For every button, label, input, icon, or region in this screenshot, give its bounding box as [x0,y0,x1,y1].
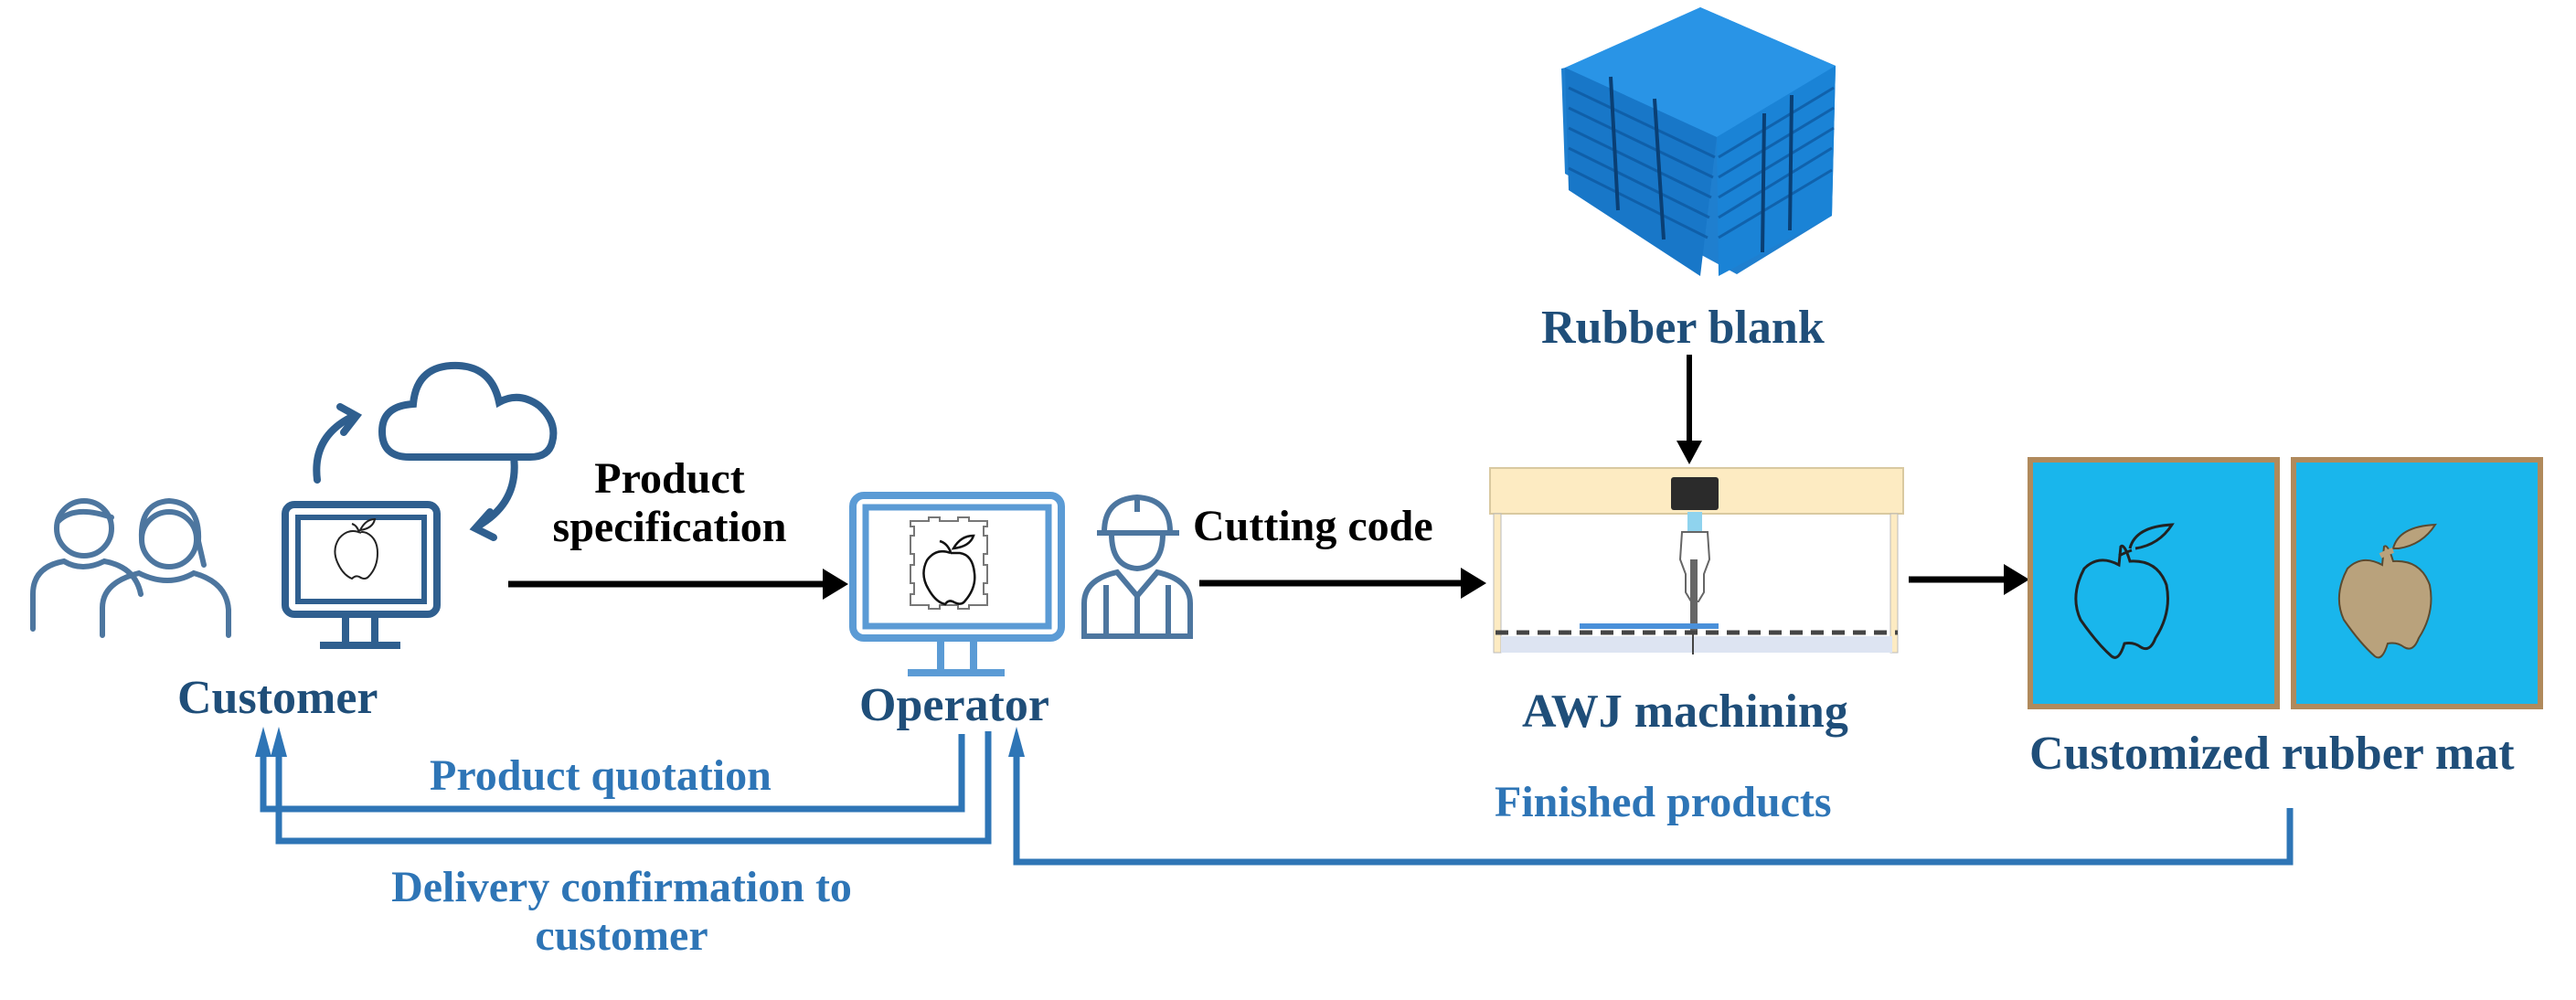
quotation-arrowhead [255,727,271,757]
product-specification-label: Product specification [535,454,804,552]
delivery-confirmation-label: Delivery confirmation to customer [347,863,896,961]
product-specification-line2: specification [552,502,787,551]
customer-people-icon [30,497,231,638]
quotation-flow-line [260,734,965,813]
finished-products-arrowhead [1008,727,1025,757]
worker-icon [1081,494,1193,639]
apple-toolpath-icon [922,534,976,606]
finished-products-label: Finished products [1495,778,1832,826]
mat-removed-cut-image [2291,457,2543,709]
rubber-blank-image [1561,7,1836,276]
operator-label: Operator [859,679,1049,731]
delivery-confirmation-line1: Delivery confirmation to [391,863,852,911]
awj-to-mat-arrowhead [2004,564,2029,595]
delivery-flow-line [275,731,992,845]
delivery-confirmation-line2: customer [535,910,708,960]
cloud-icon [378,361,558,461]
spec-arrowhead [823,569,848,600]
product-specification-line1: Product [594,454,745,503]
rubber-blank-label: Rubber blank [1541,302,1825,354]
apple-sketch-icon [334,517,379,580]
sync-arrows-icon [313,403,518,541]
cutting-code-label: Cutting code [1193,502,1433,550]
delivery-arrowhead [271,727,287,757]
cutting-code-arrowhead [1461,568,1486,599]
customer-label: Customer [177,672,378,724]
mat-outline-cut-image [2028,457,2280,709]
product-quotation-label: Product quotation [430,751,772,800]
puzzle-tile-sketch-icon [910,516,988,610]
awj-machining-label: AWJ machining [1522,686,1848,738]
awj-machine-image [1489,467,1904,654]
operator-monitor-icon [849,492,1065,676]
finished-products-flow-line [1013,751,2294,866]
customized-mat-label: Customized rubber mat [2029,728,2515,780]
blank-to-awj-arrowhead [1677,441,1702,464]
customer-monitor-icon [282,501,441,649]
